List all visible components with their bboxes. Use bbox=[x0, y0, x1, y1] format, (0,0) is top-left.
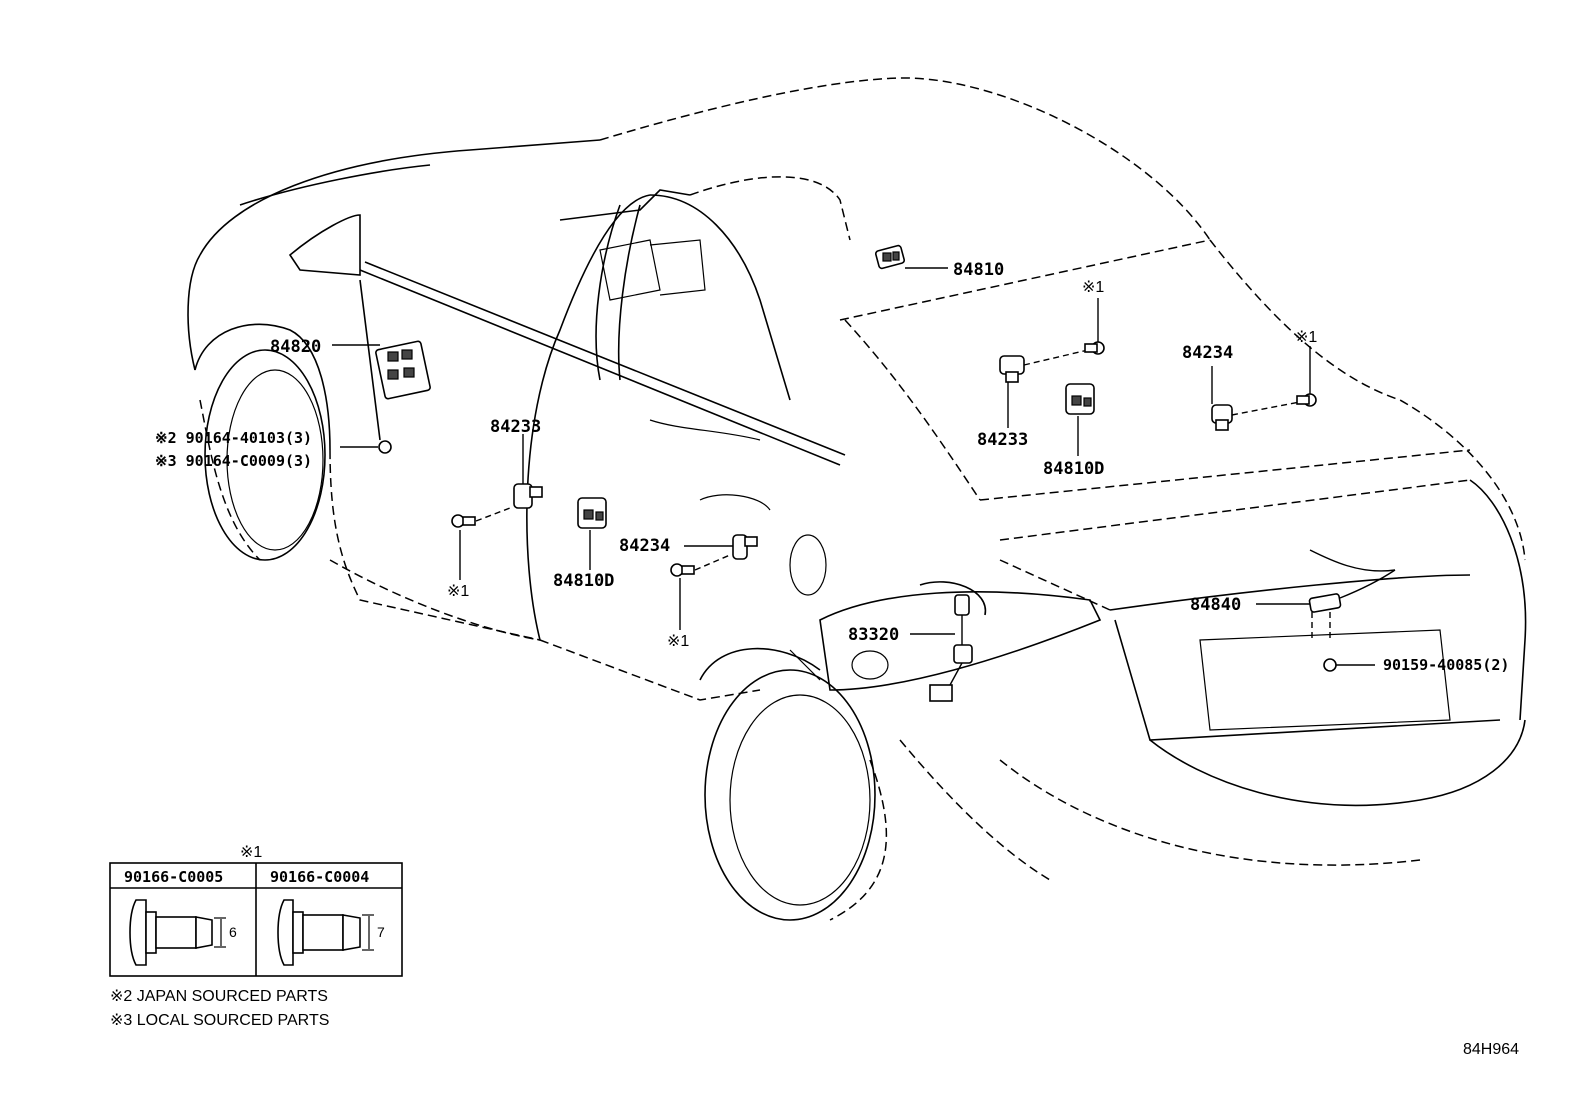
part-bolt-90159 bbox=[1323, 658, 1375, 672]
diagram-code: 84H964 bbox=[1463, 1041, 1519, 1058]
label-84820: 84820 bbox=[270, 337, 321, 357]
screw-legend-table: ※1 90166-C0005 90166-C0004 6 7 bbox=[109, 844, 403, 977]
part-84234-left bbox=[684, 534, 758, 560]
part-84820-master-switch bbox=[332, 340, 431, 400]
label-ref1-upper-right: ※1 bbox=[1082, 279, 1104, 296]
screw-drawing-c0004: 7 bbox=[277, 899, 385, 966]
label-84233-right: 84233 bbox=[977, 430, 1028, 450]
note-japan-sourced: ※2 JAPAN SOURCED PARTS bbox=[110, 988, 328, 1005]
part-84810d-left bbox=[577, 497, 607, 570]
part-84233-right bbox=[999, 349, 1089, 428]
label-screw-japan: ※2 90164-40103(3) bbox=[155, 429, 312, 447]
label-84810d-right: 84810D bbox=[1043, 459, 1104, 479]
part-83320 bbox=[910, 594, 973, 702]
legend-col1-part: 90166-C0005 bbox=[124, 868, 223, 886]
label-ref1-left: ※1 bbox=[447, 583, 469, 600]
part-84810d-right bbox=[1065, 383, 1095, 456]
part-screw-ref1-middle bbox=[670, 554, 731, 630]
car-body-outline bbox=[187, 77, 1527, 921]
legend-col2-dim: 7 bbox=[377, 924, 385, 940]
part-84233-left bbox=[513, 434, 543, 509]
label-84810d-left: 84810D bbox=[553, 571, 614, 591]
label-84234-right: 84234 bbox=[1182, 343, 1233, 363]
part-screw-ref1-left bbox=[451, 507, 511, 580]
label-84810: 84810 bbox=[953, 260, 1004, 280]
label-83320: 83320 bbox=[848, 625, 899, 645]
label-screw-local: ※3 90164-C0009(3) bbox=[155, 452, 312, 470]
label-84233-left: 84233 bbox=[490, 417, 541, 437]
legend-col2-part: 90166-C0004 bbox=[270, 868, 369, 886]
label-ref1-far-right: ※1 bbox=[1295, 329, 1317, 346]
part-screw-90164 bbox=[340, 440, 392, 454]
label-84234-left: 84234 bbox=[619, 536, 670, 556]
part-screw-ref1-far-right bbox=[1296, 346, 1317, 407]
part-84810-switch bbox=[874, 244, 948, 270]
legend-ref-mark: ※1 bbox=[240, 844, 262, 861]
part-84840 bbox=[1256, 549, 1396, 640]
label-84840: 84840 bbox=[1190, 595, 1241, 615]
label-bolt-90159: 90159-40085(2) bbox=[1383, 656, 1509, 674]
label-ref1-middle: ※1 bbox=[667, 633, 689, 650]
legend-col1-dim: 6 bbox=[229, 924, 237, 940]
part-screw-ref1-upper-right bbox=[1084, 298, 1105, 355]
note-local-sourced: ※3 LOCAL SOURCED PARTS bbox=[110, 1012, 329, 1029]
part-84234-right bbox=[1211, 366, 1301, 431]
screw-drawing-c0005: 6 bbox=[129, 899, 237, 966]
